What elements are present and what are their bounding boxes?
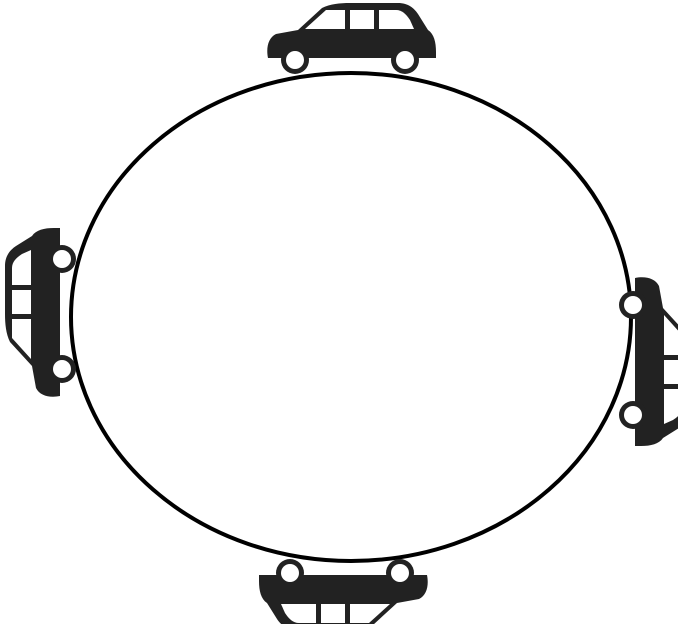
car-icon: [5, 228, 76, 397]
car-icon: [267, 3, 436, 74]
oval-track: [71, 73, 631, 561]
car-icon: [259, 559, 428, 624]
